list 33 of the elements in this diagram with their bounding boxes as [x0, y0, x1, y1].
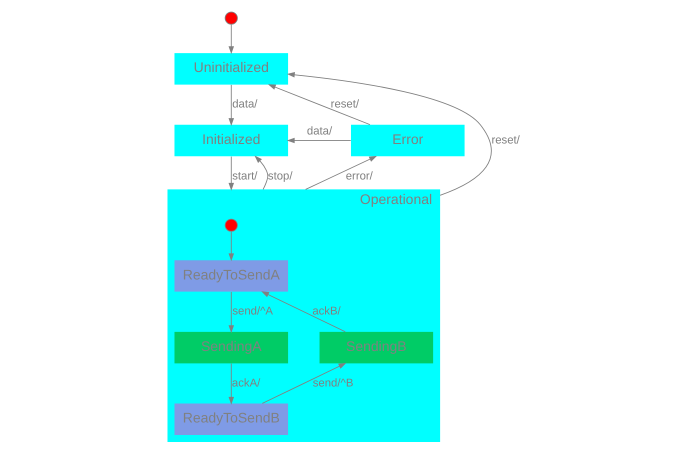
arrow	[304, 156, 377, 190]
arrow	[261, 362, 346, 404]
edge-label: data/	[306, 126, 332, 138]
edge-label: stop/	[267, 170, 292, 182]
edge-label: ackA/	[231, 377, 260, 390]
node-box: ReadyToSendA	[174, 260, 288, 292]
arrow	[228, 156, 234, 191]
arrow	[254, 155, 268, 190]
node-box: SendingA	[174, 332, 288, 364]
node-box: ReadyToSendB	[174, 404, 288, 435]
node-box: Initialized	[174, 124, 288, 156]
edge-label: ackB/	[312, 306, 340, 318]
node-circle	[224, 12, 238, 25]
edge-label: send/^B	[312, 377, 353, 390]
edge-label: error/	[345, 170, 372, 182]
arrow	[228, 231, 234, 262]
node-box: Error	[350, 124, 464, 156]
arrow	[228, 84, 234, 126]
node-circle	[224, 218, 238, 232]
node-box: Uninitialized	[174, 53, 288, 85]
arrow	[267, 84, 370, 126]
edge-label: reset/	[490, 134, 520, 146]
edge-label: start/	[232, 170, 257, 182]
edge-label: send/^A	[232, 306, 272, 318]
arrow	[228, 24, 234, 54]
arrow	[228, 363, 234, 405]
edge-label: reset/	[330, 98, 359, 111]
edge-label: data/	[232, 98, 257, 111]
arrow	[260, 291, 346, 332]
arrow	[286, 138, 351, 144]
arrow	[286, 72, 492, 196]
arrow	[228, 292, 234, 334]
node-box: SendingB	[319, 332, 433, 364]
